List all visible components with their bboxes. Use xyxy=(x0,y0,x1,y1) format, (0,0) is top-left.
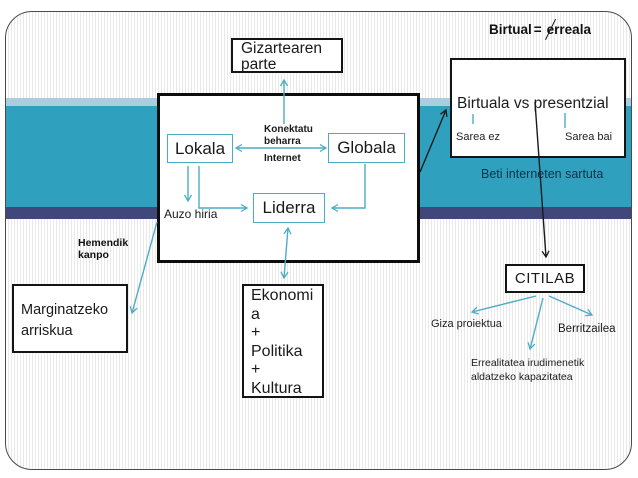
box-label: Lokala xyxy=(174,138,226,158)
box-line: Kultura xyxy=(251,379,302,397)
box-line: Gizartearen xyxy=(241,40,322,57)
box-line: Politika xyxy=(251,342,303,360)
label-line: beharra xyxy=(264,136,301,147)
label-line: aldatzeko kapazitatea xyxy=(471,370,573,383)
box-line: parte xyxy=(241,56,277,73)
label-hemendik-kanpo: Hemendik kanpo xyxy=(78,237,128,261)
label-errealitatea: Errealitatea irudimenetik aldatzeko kapa… xyxy=(471,357,584,384)
label-sarea-bai: Sarea bai xyxy=(565,131,613,143)
box-line: + xyxy=(251,324,261,341)
slide-title: Birtual= erreala xyxy=(489,22,591,37)
box-label: Globala xyxy=(337,138,396,157)
label-beti-interneten: Beti interneten sartuta xyxy=(481,167,604,181)
box-gizartearen-parte: Gizartearen parte xyxy=(231,38,343,73)
label-line: Errealitatea irudimenetik xyxy=(471,357,585,369)
central-group-box xyxy=(157,93,420,263)
box-citilab: CITILAB xyxy=(505,264,585,293)
box-label: CITILAB xyxy=(514,270,576,287)
box-line: Marginatzeko xyxy=(21,302,109,318)
title-suffix: erreala xyxy=(546,22,591,37)
equals-sign: = xyxy=(533,22,542,37)
title-prefix: Birtual xyxy=(489,22,532,37)
box-liderra: Liderra xyxy=(253,193,325,223)
label-sarea-ez: Sarea ez xyxy=(456,131,501,143)
label-giza-proiektua: Giza proiektua xyxy=(431,318,502,330)
box-ekonomia-politika-kultura: Ekonomi a + Politika + Kultura xyxy=(242,284,324,398)
label-line: kanpo xyxy=(78,249,109,261)
label-berritzailea: Berritzailea xyxy=(558,323,616,335)
box-line: arriskua xyxy=(21,323,73,339)
box-line: a xyxy=(251,305,260,323)
box-line: + xyxy=(251,361,261,378)
label-auzo-hiria: Auzo hiria xyxy=(164,207,218,221)
label-internet: Internet xyxy=(264,153,301,164)
label-konektatu-beharra: Konektatu beharra xyxy=(264,124,313,148)
birtuala-title: Birtuala vs presentzial xyxy=(457,95,609,112)
box-lokala: Lokala xyxy=(167,134,233,163)
box-label: Liderra xyxy=(262,198,316,217)
label-line: Hemendik xyxy=(78,237,129,249)
label-line: Konektatu xyxy=(264,124,313,135)
box-marginatzeko-arriskua: Marginatzeko arriskua xyxy=(12,284,128,353)
box-globala: Globala xyxy=(328,133,405,163)
box-line: Ekonomi xyxy=(251,287,314,304)
